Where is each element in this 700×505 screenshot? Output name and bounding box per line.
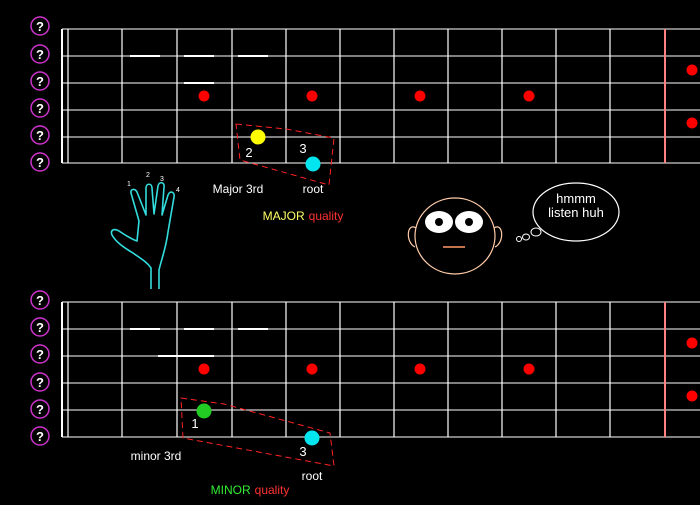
help-button-ring: [30, 152, 50, 172]
help-button[interactable]: ?: [30, 399, 50, 419]
top-inlay-dots: [198, 64, 698, 129]
minor-third-label: minor 3rd: [131, 449, 182, 463]
help-button[interactable]: ?: [30, 44, 50, 64]
help-button-symbol: ?: [36, 429, 44, 444]
root-label: root: [303, 182, 324, 196]
left-ear-icon: [407, 226, 417, 248]
major-third-note[interactable]: [250, 129, 266, 145]
major-quality-caption: MAJOR quality: [263, 209, 344, 223]
top-string-highlights: [130, 55, 268, 84]
help-button-symbol: ?: [36, 74, 44, 89]
help-button[interactable]: ?: [30, 125, 50, 145]
bottom-string-highlights: [130, 328, 268, 357]
inlay-dot: [198, 363, 210, 375]
thought-text-line: hmmm: [556, 191, 596, 206]
right-ear-icon: [493, 226, 503, 248]
help-button[interactable]: ?: [30, 426, 50, 446]
inlay-dot: [198, 90, 210, 102]
help-button-symbol: ?: [36, 293, 44, 308]
inlay-dot: [686, 337, 698, 349]
right-pupil: [465, 218, 473, 226]
help-button-ring: [30, 344, 50, 364]
quality-word: quality: [309, 209, 344, 223]
help-button-symbol: ?: [36, 128, 44, 143]
thought-bubble: hmmm listen huh: [516, 182, 620, 242]
minor-third-finger-number: 1: [191, 416, 198, 431]
inlay-dot: [414, 363, 426, 375]
help-button-ring: [30, 426, 50, 446]
help-button[interactable]: ?: [30, 152, 50, 172]
inlay-dot: [414, 90, 426, 102]
help-button[interactable]: ?: [30, 372, 50, 392]
help-button-ring: [30, 71, 50, 91]
finger-number: 1: [127, 181, 131, 188]
root-label: root: [302, 469, 323, 483]
inlay-dot: [686, 390, 698, 402]
quality-name: MAJOR: [263, 209, 305, 223]
hand-diagram: 1 2 3 4: [110, 172, 180, 289]
quality-word: quality: [255, 483, 290, 497]
thought-cloud: [532, 182, 620, 242]
root-finger-number: 3: [299, 444, 306, 459]
root-finger-number: 3: [299, 141, 306, 156]
help-button[interactable]: ?: [30, 71, 50, 91]
help-button-symbol: ?: [36, 402, 44, 417]
help-button-symbol: ?: [36, 375, 44, 390]
help-button-symbol: ?: [36, 47, 44, 62]
bottom-strings: [62, 301, 700, 438]
minor-quality-caption: MINOR quality: [211, 483, 290, 497]
left-pupil: [435, 218, 443, 226]
help-button[interactable]: ?: [30, 98, 50, 118]
help-button-ring: [30, 125, 50, 145]
inlay-dot: [306, 90, 318, 102]
quality-name: MINOR: [211, 483, 251, 497]
root-note[interactable]: [304, 430, 320, 446]
thought-dot: [530, 227, 542, 237]
help-button-ring: [30, 16, 50, 36]
finger-number: 3: [160, 176, 164, 183]
help-button-symbol: ?: [36, 101, 44, 116]
face-outline-icon: [414, 197, 496, 275]
hand-outline-icon: [110, 181, 175, 289]
thought-text-line: listen huh: [548, 205, 604, 220]
help-button-symbol: ?: [36, 320, 44, 335]
help-button-symbol: ?: [36, 19, 44, 34]
top-fretboard: 2 3 Major 3rd root MAJOR quality: [61, 28, 700, 223]
bottom-frets: [61, 302, 666, 437]
help-button-ring: [30, 44, 50, 64]
inlay-dot: [686, 64, 698, 76]
top-frets: [61, 29, 666, 163]
bottom-help-buttons: ? ? ? ? ? ?: [30, 290, 50, 446]
help-button[interactable]: ?: [30, 290, 50, 310]
thinking-character: [407, 197, 503, 275]
root-note[interactable]: [305, 156, 321, 172]
help-button[interactable]: ?: [30, 317, 50, 337]
help-button-ring: [30, 317, 50, 337]
minor-third-note[interactable]: [196, 403, 212, 419]
finger-number: 2: [146, 172, 150, 179]
inlay-dot: [306, 363, 318, 375]
finger-number: 4: [176, 187, 180, 194]
help-button-symbol: ?: [36, 155, 44, 170]
bottom-inlay-dots: [198, 337, 698, 402]
help-button[interactable]: ?: [30, 344, 50, 364]
major-third-finger-number: 2: [245, 145, 252, 160]
inlay-dot: [523, 90, 535, 102]
help-button-ring: [30, 290, 50, 310]
major-third-label: Major 3rd: [213, 182, 264, 196]
top-strings: [62, 28, 700, 164]
help-button-symbol: ?: [36, 347, 44, 362]
top-interval-shape: [235, 123, 335, 186]
help-button-ring: [30, 98, 50, 118]
inlay-dot: [523, 363, 535, 375]
bottom-fretboard: 1 3 minor 3rd root MINOR quality: [61, 301, 700, 497]
top-help-buttons: ? ? ? ? ? ?: [30, 16, 50, 172]
help-button-ring: [30, 372, 50, 392]
inlay-dot: [686, 117, 698, 129]
help-button[interactable]: ?: [30, 16, 50, 36]
thought-dot: [522, 233, 530, 241]
thought-dot: [516, 236, 522, 242]
help-button-ring: [30, 399, 50, 419]
